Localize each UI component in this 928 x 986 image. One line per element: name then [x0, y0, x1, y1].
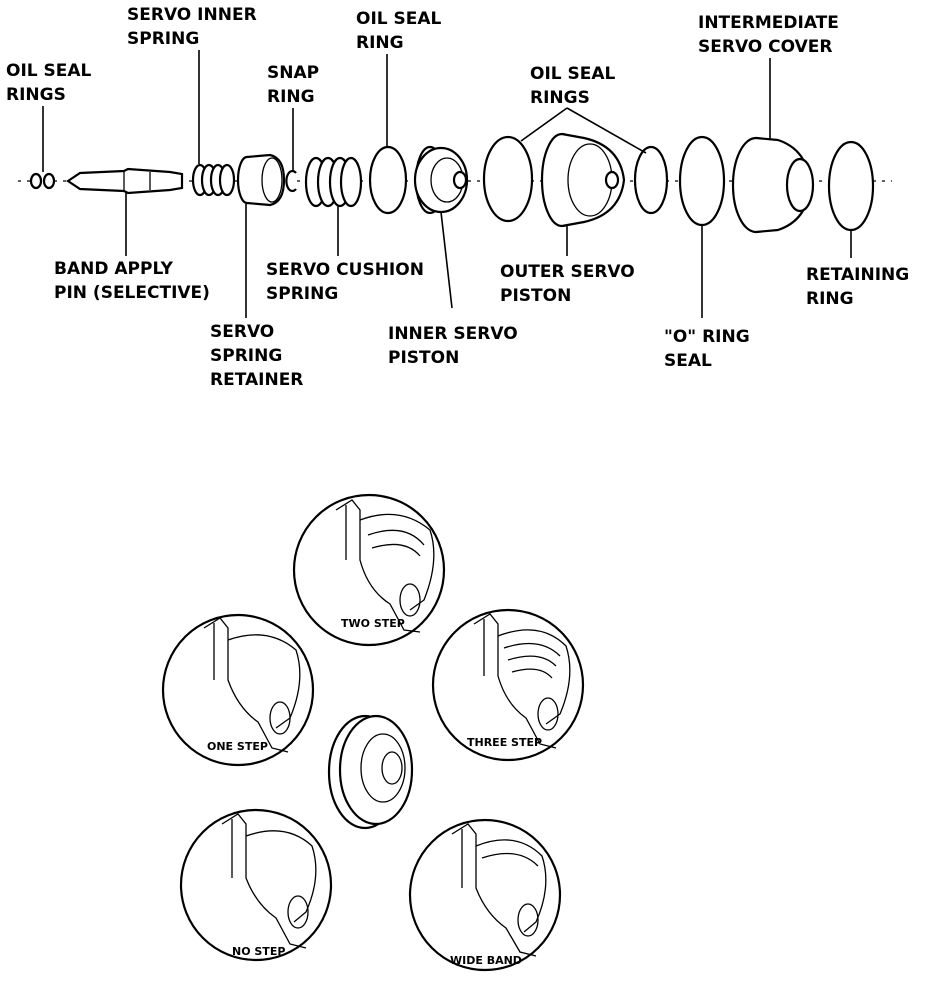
- svg-text:RING: RING: [806, 289, 854, 309]
- label-retaining-ring: RETAINING RING: [806, 230, 909, 309]
- svg-text:INTERMEDIATE: INTERMEDIATE: [698, 13, 839, 33]
- band-apply-pin: [66, 167, 184, 195]
- label-servo-inner-spring: SERVO INNER SPRING: [127, 5, 257, 164]
- label-oil-seal-rings-left: OIL SEAL RINGS: [6, 61, 92, 172]
- retaining-ring: [827, 140, 875, 232]
- oil-seal-ring: [368, 145, 408, 215]
- svg-text:PISTON: PISTON: [388, 348, 459, 368]
- small-oil-seal-rings: [29, 172, 56, 190]
- snap-ring: [285, 169, 297, 193]
- detail-two-step: TWO STEP: [292, 493, 446, 647]
- detail-wide-band: WIDE BAND: [408, 818, 562, 972]
- svg-text:RETAINER: RETAINER: [210, 370, 303, 390]
- label-oil-seal-ring: OIL SEAL RING: [356, 9, 442, 146]
- label-servo-spring-retainer: SERVO SPRING RETAINER: [210, 204, 303, 390]
- svg-text:OIL SEAL: OIL SEAL: [6, 61, 92, 81]
- exploded-view: OIL SEAL RINGS SERVO INNER SPRING SNAP R…: [6, 5, 909, 390]
- svg-text:OUTER SERVO: OUTER SERVO: [500, 262, 635, 282]
- svg-text:SERVO: SERVO: [210, 322, 274, 342]
- o-ring-seal: [678, 135, 726, 227]
- svg-text:OIL SEAL: OIL SEAL: [356, 9, 442, 29]
- label-servo-cushion-spring: SERVO CUSHION SPRING: [266, 206, 424, 304]
- label-intermediate-servo-cover: INTERMEDIATE SERVO COVER: [698, 13, 839, 140]
- label-inner-servo-piston: INNER SERVO PISTON: [388, 211, 518, 368]
- svg-text:RINGS: RINGS: [6, 85, 66, 105]
- three-step-label: THREE STEP: [467, 736, 542, 749]
- large-oil-seal-ring: [482, 135, 534, 223]
- inner-servo-piston: [413, 145, 469, 215]
- intermediate-servo-cover: [731, 136, 815, 234]
- no-step-label: NO STEP: [232, 945, 285, 958]
- detail-no-step: NO STEP: [179, 808, 333, 962]
- svg-text:OIL SEAL: OIL SEAL: [530, 64, 616, 84]
- servo-inner-spring: [191, 163, 236, 197]
- svg-text:RING: RING: [267, 87, 315, 107]
- svg-text:SERVO COVER: SERVO COVER: [698, 37, 833, 57]
- one-step-label: ONE STEP: [207, 740, 268, 753]
- servo-spring-retainer: [236, 153, 286, 207]
- detail-one-step: ONE STEP: [161, 613, 315, 767]
- svg-text:SPRING: SPRING: [127, 29, 199, 49]
- svg-text:SERVO CUSHION: SERVO CUSHION: [266, 260, 424, 280]
- svg-text:SPRING: SPRING: [210, 346, 282, 366]
- outer-servo-piston: [540, 132, 626, 228]
- svg-text:PIN (SELECTIVE): PIN (SELECTIVE): [54, 283, 210, 303]
- svg-text:PISTON: PISTON: [500, 286, 571, 306]
- wide-band-label: WIDE BAND: [450, 954, 522, 967]
- svg-text:BAND APPLY: BAND APPLY: [54, 259, 174, 279]
- svg-text:INNER SERVO: INNER SERVO: [388, 324, 518, 344]
- label-outer-servo-piston: OUTER SERVO PISTON: [500, 226, 635, 306]
- svg-text:SNAP: SNAP: [267, 63, 319, 83]
- detail-three-step: THREE STEP: [431, 608, 585, 762]
- svg-text:RETAINING: RETAINING: [806, 265, 909, 285]
- two-step-label: TWO STEP: [341, 617, 405, 630]
- label-oil-seal-rings-right: OIL SEAL RINGS: [520, 64, 647, 154]
- band-type-views: TWO STEP ONE STEP THREE STEP: [161, 493, 585, 972]
- svg-text:RING: RING: [356, 33, 404, 53]
- svg-text:SERVO INNER: SERVO INNER: [127, 5, 257, 25]
- label-snap-ring: SNAP RING: [267, 63, 319, 171]
- label-o-ring-seal: "O" RING SEAL: [664, 226, 750, 371]
- small-oil-seal-ring: [633, 145, 669, 215]
- svg-text:RINGS: RINGS: [530, 88, 590, 108]
- servo-cushion-spring: [304, 156, 363, 208]
- svg-text:SPRING: SPRING: [266, 284, 338, 304]
- center-piston: [327, 714, 414, 830]
- svg-text:SEAL: SEAL: [664, 351, 712, 371]
- svg-text:"O" RING: "O" RING: [664, 327, 750, 347]
- label-band-apply-pin: BAND APPLY PIN (SELECTIVE): [54, 193, 210, 303]
